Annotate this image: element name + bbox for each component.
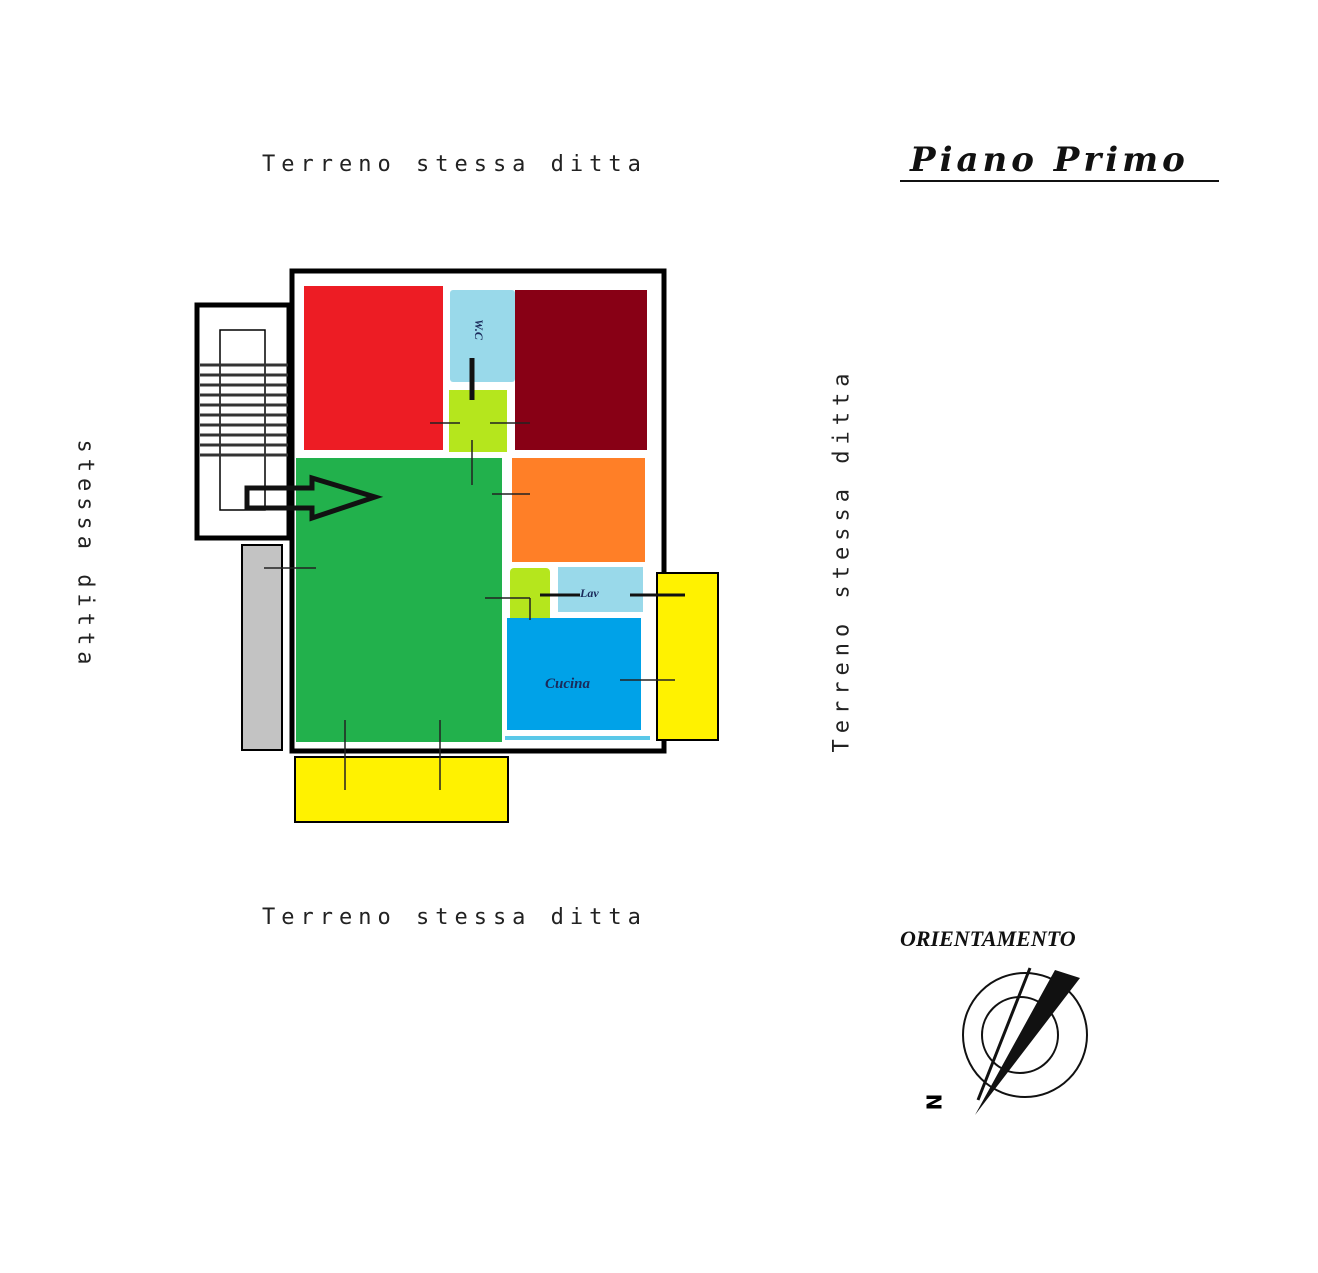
room-wc [450,290,515,382]
label-top: Terreno stessa ditta [262,152,647,177]
compass-icon [962,967,1088,1115]
room-label-cucina: Cucina [545,676,591,692]
room-living [296,458,502,742]
entrance-arrow-icon [244,474,384,522]
balcony-right [656,572,719,741]
staircase [194,302,292,541]
room-hall-upper [449,390,507,452]
room-kitchen [507,618,641,730]
room-orange [512,458,645,562]
north-label: N [922,1093,947,1111]
balcony-bottom [294,756,509,823]
room-bedroom-red [304,286,443,450]
orientation-label: ORIENTAMENTO [900,926,1076,951]
storage-gray [241,544,283,751]
label-bottom: Terreno stessa ditta [262,905,647,930]
outer-wall [289,268,667,754]
room-label-lav: Lav [580,586,599,600]
plan-title: Piano Primo [900,140,1219,182]
room-label-wc: W.C [471,319,486,340]
room-lav [558,567,643,612]
room-bedroom-darkred [515,290,647,450]
